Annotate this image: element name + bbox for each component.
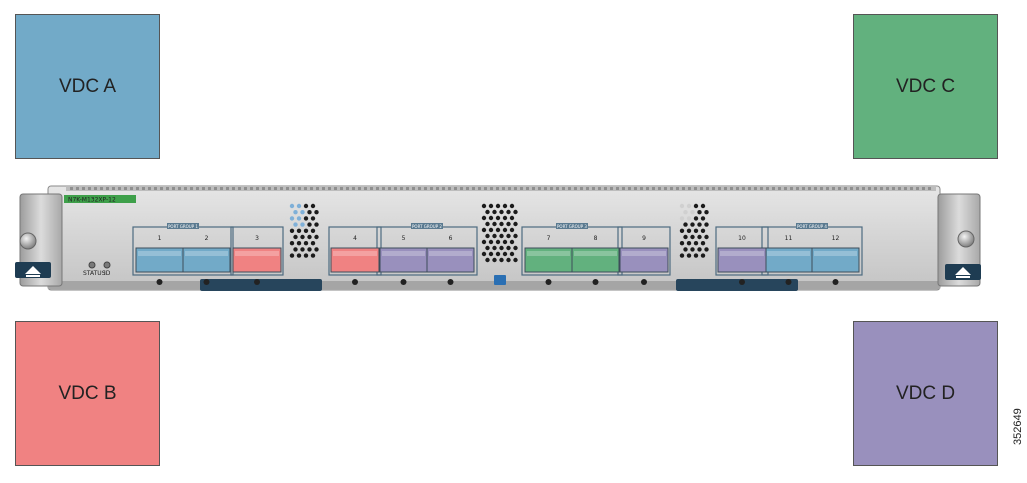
port-number: 9: [642, 235, 646, 242]
port-5: 5: [379, 235, 428, 285]
id-led: [103, 261, 111, 269]
port-number: 12: [832, 235, 840, 242]
left-pull-handle: [200, 279, 322, 291]
port-9: 9: [619, 235, 669, 285]
status-led-label: STATUS: [83, 270, 106, 277]
id-led-label: ID: [104, 270, 111, 277]
center-vent-grille: [481, 203, 518, 263]
port-number: 5: [402, 235, 406, 242]
legend-vdc-b-label: VDC B: [58, 382, 117, 404]
legend-vdc-b: VDC B: [15, 321, 160, 466]
bottom-rail: [48, 281, 940, 289]
right-vent-grille: [679, 203, 709, 258]
port-number: 4: [353, 235, 357, 242]
port-number: 7: [547, 235, 551, 242]
port-1: 1: [135, 235, 184, 285]
port-group-label: PORT GROUP 4: [797, 224, 827, 229]
legend-vdc-c: VDC C: [853, 14, 998, 159]
port-number: 2: [205, 235, 209, 242]
port-number: 11: [785, 235, 793, 242]
port-number: 8: [594, 235, 598, 242]
right-pull-handle: [676, 279, 798, 291]
port-3: 3: [232, 235, 282, 285]
cisco-logo-icon: [494, 275, 506, 285]
port-10: 10: [717, 235, 767, 285]
port-6: 6: [426, 235, 475, 285]
legend-vdc-d-label: VDC D: [895, 382, 956, 404]
left-vent-grille: [289, 203, 319, 258]
port-group-label: PORT GROUP 3: [557, 224, 587, 229]
port-number: 6: [449, 235, 453, 242]
port-number: 3: [255, 235, 259, 242]
port-4: 4: [330, 235, 380, 285]
model-label-bg: [64, 195, 136, 203]
line-card: N7K-M132XP-12 STATUS ID PORT GROUP 1 PORT…: [15, 185, 981, 291]
port-number: 10: [738, 235, 746, 242]
legend-vdc-a-label: VDC A: [58, 75, 117, 97]
port-group-label: PORT GROUP 1: [168, 224, 198, 229]
port-12: 12: [811, 235, 860, 285]
figure-id: 352649: [1012, 408, 1024, 445]
port-11: 11: [764, 235, 813, 285]
legend-vdc-c-label: VDC C: [895, 75, 956, 97]
legend-vdc-a: VDC A: [15, 14, 160, 159]
model-label: N7K-M132XP-12: [68, 197, 116, 204]
port-8: 8: [571, 235, 620, 285]
port-group-label: PORT GROUP 2: [412, 224, 442, 229]
right-thumbscrew: [957, 230, 975, 248]
legend-vdc-d: VDC D: [853, 321, 998, 466]
top-vent-strip: [66, 186, 936, 191]
single-port-frame: [230, 226, 284, 276]
status-led: [88, 261, 96, 269]
left-thumbscrew: [19, 232, 37, 250]
port-2: 2: [182, 235, 231, 285]
port-number: 1: [158, 235, 162, 242]
